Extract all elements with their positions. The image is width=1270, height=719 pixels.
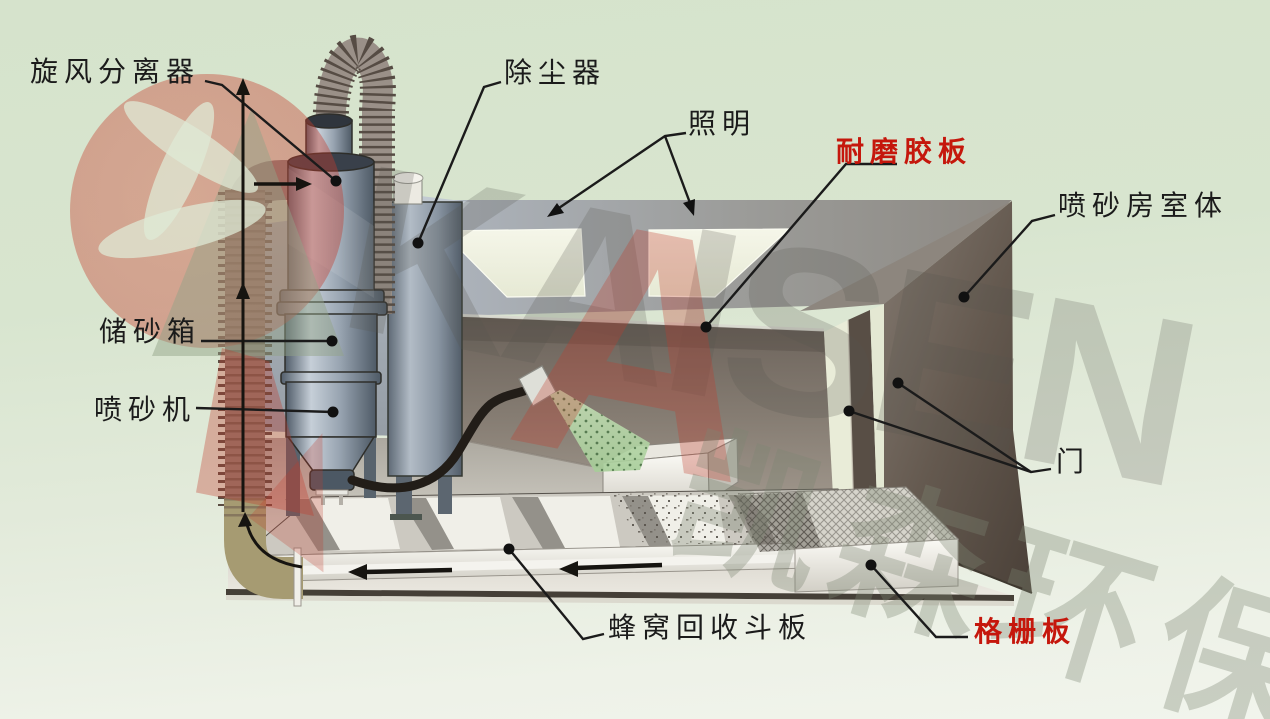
dust-collector-body[interactable] [387, 201, 463, 477]
leader-cyclone [204, 79, 337, 182]
leader-dots [326, 175, 970, 571]
elbow-flange [293, 547, 302, 607]
label-wear-resistant-rubber-plate: 耐磨胶板 [836, 136, 973, 167]
grating-platform [735, 486, 960, 593]
leader-rubber-plate [705, 162, 897, 328]
leader-lighting-right [663, 135, 692, 204]
leader-blast-machine [195, 406, 334, 414]
grating-front [794, 538, 959, 593]
leader-lines [195, 79, 1056, 641]
label-grating-plate: 格栅板 [974, 616, 1077, 647]
ceiling-light-panel-right [648, 228, 791, 298]
abrasive-spray [550, 390, 650, 472]
floor-base-edge [226, 589, 1014, 601]
label-lighting: 照明 [688, 108, 757, 139]
leader-door-near [848, 409, 1032, 474]
label-blast-machine: 喷砂机 [94, 394, 197, 425]
leader-dust-collector [416, 80, 502, 244]
dust-collector-leg [438, 474, 452, 514]
right-wall[interactable] [884, 201, 1032, 593]
blast-hose [347, 386, 529, 493]
flexible-hose [312, 34, 396, 314]
label-door: 门 [1056, 446, 1091, 477]
leader-honeycomb [508, 548, 605, 641]
label-cyclone-separator: 旋风分离器 [30, 56, 201, 87]
floor-base-light [226, 595, 1014, 606]
floor-elbow [224, 498, 303, 599]
flow-arrows [236, 78, 663, 580]
leader-grating [870, 564, 968, 639]
label-dust-collector: 除尘器 [504, 57, 607, 88]
back-wall [452, 316, 836, 515]
leader-door-far [897, 382, 1052, 474]
doorway-gap-left [824, 320, 854, 522]
lighting-arrowheads [547, 199, 695, 217]
label-blast-room-body: 喷砂房室体 [1058, 190, 1229, 221]
leader-lighting-left [555, 131, 687, 211]
label-sand-storage-tank: 储砂箱 [99, 316, 202, 347]
door-panel[interactable] [848, 310, 878, 530]
leader-room-body [963, 213, 1056, 298]
label-honeycomb-recovery-hopper-plate: 蜂窝回收斗板 [608, 612, 813, 643]
right-wall-top [800, 201, 1012, 311]
back-wall-shadow [452, 316, 824, 352]
ceiling-light-panel-left [440, 228, 586, 298]
